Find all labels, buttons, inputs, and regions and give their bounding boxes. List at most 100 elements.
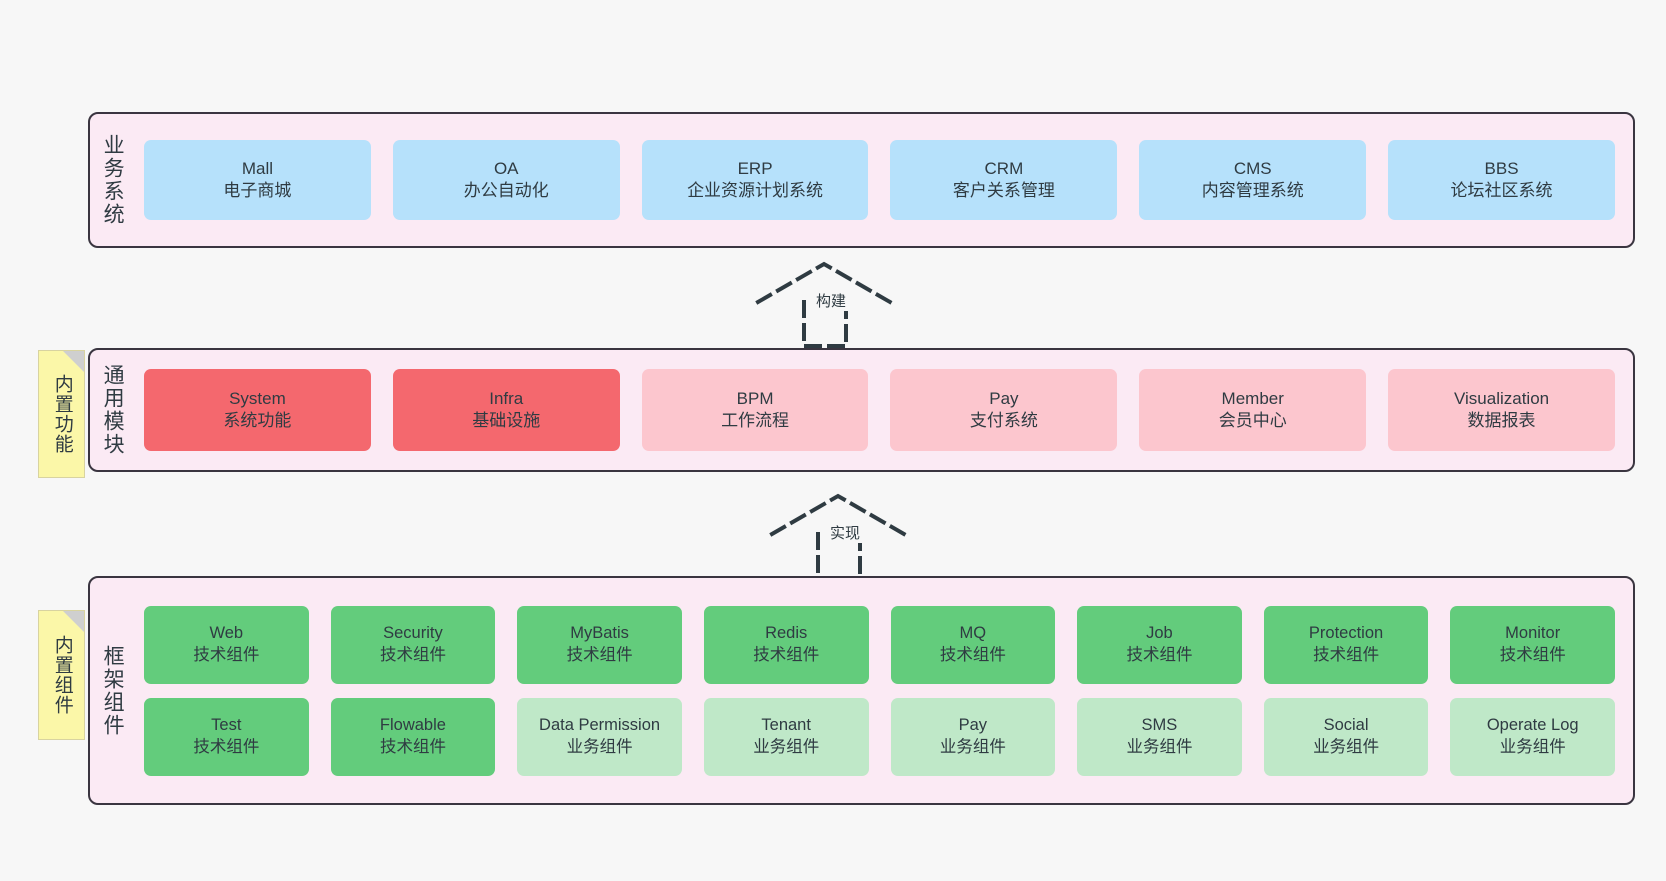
connector-build-label: 构建 — [814, 290, 849, 311]
card-title: BBS — [1484, 158, 1519, 178]
sticky-note-label: 内置组件 — [51, 635, 73, 715]
card-title: OA — [493, 158, 519, 178]
card-pay[interactable]: Pay 支付系统 — [890, 369, 1118, 451]
card-title: MyBatis — [570, 624, 629, 643]
card-subtitle: 业务组件 — [939, 737, 1006, 756]
common-cards: System 系统功能 Infra 基础设施 BPM 工作流程 Pay 支付系统… — [134, 350, 1633, 470]
sticky-note-builtin-component: 内置组件 — [38, 610, 85, 740]
framework-card-row-2: Test 技术组件 Flowable 技术组件 Data Permission … — [144, 697, 1615, 776]
card-subtitle: 业务组件 — [566, 737, 633, 756]
card-social[interactable]: Social 业务组件 — [1263, 697, 1429, 776]
card-title: Job — [1146, 624, 1173, 643]
card-redis[interactable]: Redis 技术组件 — [703, 605, 869, 684]
card-subtitle: 企业资源计划系统 — [687, 181, 824, 200]
sticky-fold-icon — [63, 351, 84, 372]
card-title: Pay — [989, 388, 1019, 408]
card-title: Test — [211, 716, 242, 735]
card-protection[interactable]: Protection 技术组件 — [1263, 605, 1429, 684]
card-data-permission[interactable]: Data Permission 业务组件 — [517, 697, 682, 776]
common-card-row: System 系统功能 Infra 基础设施 BPM 工作流程 Pay 支付系统… — [144, 369, 1615, 451]
sticky-note-label: 内置功能 — [51, 374, 73, 454]
card-visualization[interactable]: Visualization 数据报表 — [1388, 369, 1615, 451]
card-job[interactable]: Job 技术组件 — [1077, 605, 1242, 684]
card-test[interactable]: Test 技术组件 — [144, 697, 309, 776]
card-subtitle: 技术组件 — [753, 645, 820, 664]
card-title: Infra — [489, 388, 524, 408]
card-bpm[interactable]: BPM 工作流程 — [641, 369, 869, 451]
card-title: Member — [1221, 388, 1284, 408]
card-subtitle: 支付系统 — [969, 411, 1038, 430]
card-title: Social — [1323, 716, 1369, 735]
card-subtitle: 技术组件 — [379, 737, 446, 756]
card-subtitle: 工作流程 — [721, 411, 790, 430]
card-flowable[interactable]: Flowable 技术组件 — [330, 697, 496, 776]
card-subtitle: 基础设施 — [472, 411, 541, 430]
framework-card-row-1: Web 技术组件 Security 技术组件 MyBatis 技术组件 Redi… — [144, 605, 1615, 684]
card-subtitle: 技术组件 — [193, 645, 260, 664]
card-subtitle: 技术组件 — [1313, 645, 1380, 664]
card-subtitle: 客户关系管理 — [952, 181, 1055, 200]
sticky-note-builtin-function: 内置功能 — [38, 350, 85, 478]
card-crm[interactable]: CRM 客户关系管理 — [890, 140, 1118, 220]
card-title: Mall — [241, 158, 273, 178]
card-title: Tenant — [761, 716, 811, 735]
card-subtitle: 技术组件 — [1499, 645, 1566, 664]
card-erp[interactable]: ERP 企业资源计划系统 — [641, 140, 869, 220]
card-subtitle: 内容管理系统 — [1201, 181, 1304, 200]
card-title: Data Permission — [539, 716, 661, 735]
layer-title-framework: 框架组件 — [101, 644, 125, 737]
layer-framework-components: 框架组件 Web 技术组件 Security 技术组件 MyBatis 技术组件… — [88, 576, 1635, 805]
connector-implement-label: 实现 — [828, 522, 863, 543]
business-card-row: Mall 电子商城 OA 办公自动化 ERP 企业资源计划系统 CRM 客户关系… — [144, 140, 1615, 220]
card-title: Monitor — [1505, 624, 1561, 643]
card-title: Security — [383, 624, 443, 643]
card-mall[interactable]: Mall 电子商城 — [144, 140, 371, 220]
card-title: Visualization — [1453, 388, 1550, 408]
card-title: Redis — [765, 624, 808, 643]
card-title: BPM — [736, 388, 774, 408]
card-mybatis[interactable]: MyBatis 技术组件 — [517, 605, 682, 684]
card-title: System — [229, 388, 286, 408]
sticky-fold-icon — [63, 611, 84, 632]
layer-title-common: 通用模块 — [101, 364, 125, 456]
card-subtitle: 电子商城 — [223, 181, 292, 200]
card-operate-log[interactable]: Operate Log 业务组件 — [1450, 697, 1615, 776]
layer-title-business: 业务系统 — [101, 134, 125, 226]
card-sms[interactable]: SMS 业务组件 — [1077, 697, 1242, 776]
card-web[interactable]: Web 技术组件 — [144, 605, 309, 684]
card-title: CRM — [984, 158, 1024, 178]
card-member[interactable]: Member 会员中心 — [1139, 369, 1367, 451]
card-subtitle: 业务组件 — [1499, 737, 1566, 756]
card-subtitle: 业务组件 — [753, 737, 820, 756]
card-oa[interactable]: OA 办公自动化 — [392, 140, 620, 220]
card-subtitle: 会员中心 — [1218, 411, 1287, 430]
card-title: Protection — [1308, 624, 1384, 643]
card-monitor[interactable]: Monitor 技术组件 — [1450, 605, 1615, 684]
card-pay-business[interactable]: Pay 业务组件 — [890, 697, 1056, 776]
card-title: Pay — [958, 716, 988, 735]
card-tenant[interactable]: Tenant 业务组件 — [703, 697, 869, 776]
layer-common-modules: 通用模块 System 系统功能 Infra 基础设施 BPM 工作流程 Pay… — [88, 348, 1635, 472]
card-title: ERP — [737, 158, 773, 178]
card-security[interactable]: Security 技术组件 — [330, 605, 496, 684]
card-cms[interactable]: CMS 内容管理系统 — [1139, 140, 1367, 220]
card-subtitle: 业务组件 — [1126, 737, 1193, 756]
layer-business-systems: 业务系统 Mall 电子商城 OA 办公自动化 ERP 企业资源计划系统 CRM… — [88, 112, 1635, 248]
card-bbs[interactable]: BBS 论坛社区系统 — [1388, 140, 1615, 220]
card-subtitle: 技术组件 — [939, 645, 1006, 664]
card-subtitle: 系统功能 — [223, 411, 292, 430]
card-subtitle: 业务组件 — [1313, 737, 1380, 756]
card-mq[interactable]: MQ 技术组件 — [890, 605, 1056, 684]
card-title: Operate Log — [1486, 716, 1579, 735]
card-system[interactable]: System 系统功能 — [144, 369, 371, 451]
card-subtitle: 技术组件 — [193, 737, 260, 756]
card-subtitle: 办公自动化 — [463, 181, 549, 200]
business-cards: Mall 电子商城 OA 办公自动化 ERP 企业资源计划系统 CRM 客户关系… — [134, 114, 1633, 246]
card-subtitle: 数据报表 — [1467, 411, 1536, 430]
card-title: CMS — [1233, 158, 1272, 178]
card-title: Flowable — [379, 716, 446, 735]
card-subtitle: 技术组件 — [566, 645, 633, 664]
card-subtitle: 论坛社区系统 — [1450, 181, 1553, 200]
card-title: Web — [209, 624, 244, 643]
card-infra[interactable]: Infra 基础设施 — [392, 369, 620, 451]
